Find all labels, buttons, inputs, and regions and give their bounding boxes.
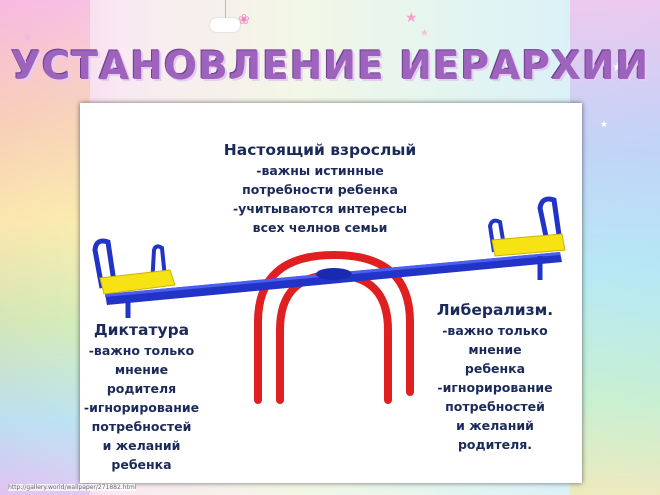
liberalism-line: -важно только	[442, 323, 548, 338]
star-icon: ★	[405, 10, 418, 26]
dictatorship-line: мнение	[114, 362, 169, 377]
adult-line: всех челнов семьи	[252, 220, 388, 235]
adult-line: -учитываются интересы	[232, 201, 407, 216]
liberalism-line: ребенка	[464, 361, 526, 376]
adult-line: -важны истинные	[256, 163, 384, 178]
liberalism-heading: Либерализм.	[436, 301, 554, 319]
bunny-icon: ❀	[238, 12, 250, 28]
dictatorship-line: -игнорирование	[83, 400, 200, 415]
right-seat	[487, 196, 566, 280]
seesaw-beam	[105, 252, 562, 305]
liberalism-line: мнение	[468, 342, 522, 357]
star-icon: ★	[612, 60, 623, 74]
adult-text-block: Настоящий взрослый -важны истинные потре…	[200, 141, 440, 237]
hanging-cloud-icon	[225, 0, 226, 20]
liberalism-line: и желаний	[456, 418, 534, 433]
liberalism-line: потребностей	[445, 399, 545, 414]
liberalism-line: родителя.	[457, 437, 533, 452]
background-rainbow-left	[0, 0, 90, 495]
dictatorship-heading: Диктатура	[93, 321, 190, 339]
dictatorship-line: ребенка	[111, 457, 172, 472]
dictatorship-line: -важно только	[88, 343, 195, 358]
star-icon: ★	[600, 120, 609, 130]
dictatorship-text-block: Диктатура -важно только мнение родителя …	[74, 321, 209, 474]
star-icon: ★	[22, 30, 33, 44]
left-seat	[92, 238, 176, 318]
dictatorship-line: и желаний	[102, 438, 181, 453]
star-icon: ★	[420, 28, 429, 39]
dictatorship-line: потребностей	[91, 419, 192, 434]
adult-heading: Настоящий взрослый	[223, 141, 417, 159]
dictatorship-line: родителя	[106, 381, 177, 396]
background-rainbow-right	[570, 0, 660, 495]
adult-line: потребности ребенка	[242, 182, 398, 197]
page-title: УСТАНОВЛЕНИЕ ИЕРАРХИИ	[10, 44, 650, 89]
liberalism-line: -игнорирование	[437, 380, 553, 395]
cloud-icon	[210, 18, 240, 32]
liberalism-text-block: Либерализм. -важно только мнение ребенка…	[420, 301, 570, 454]
watermark-url: http://gallery.world/wallpaper/271882.ht…	[8, 484, 137, 491]
